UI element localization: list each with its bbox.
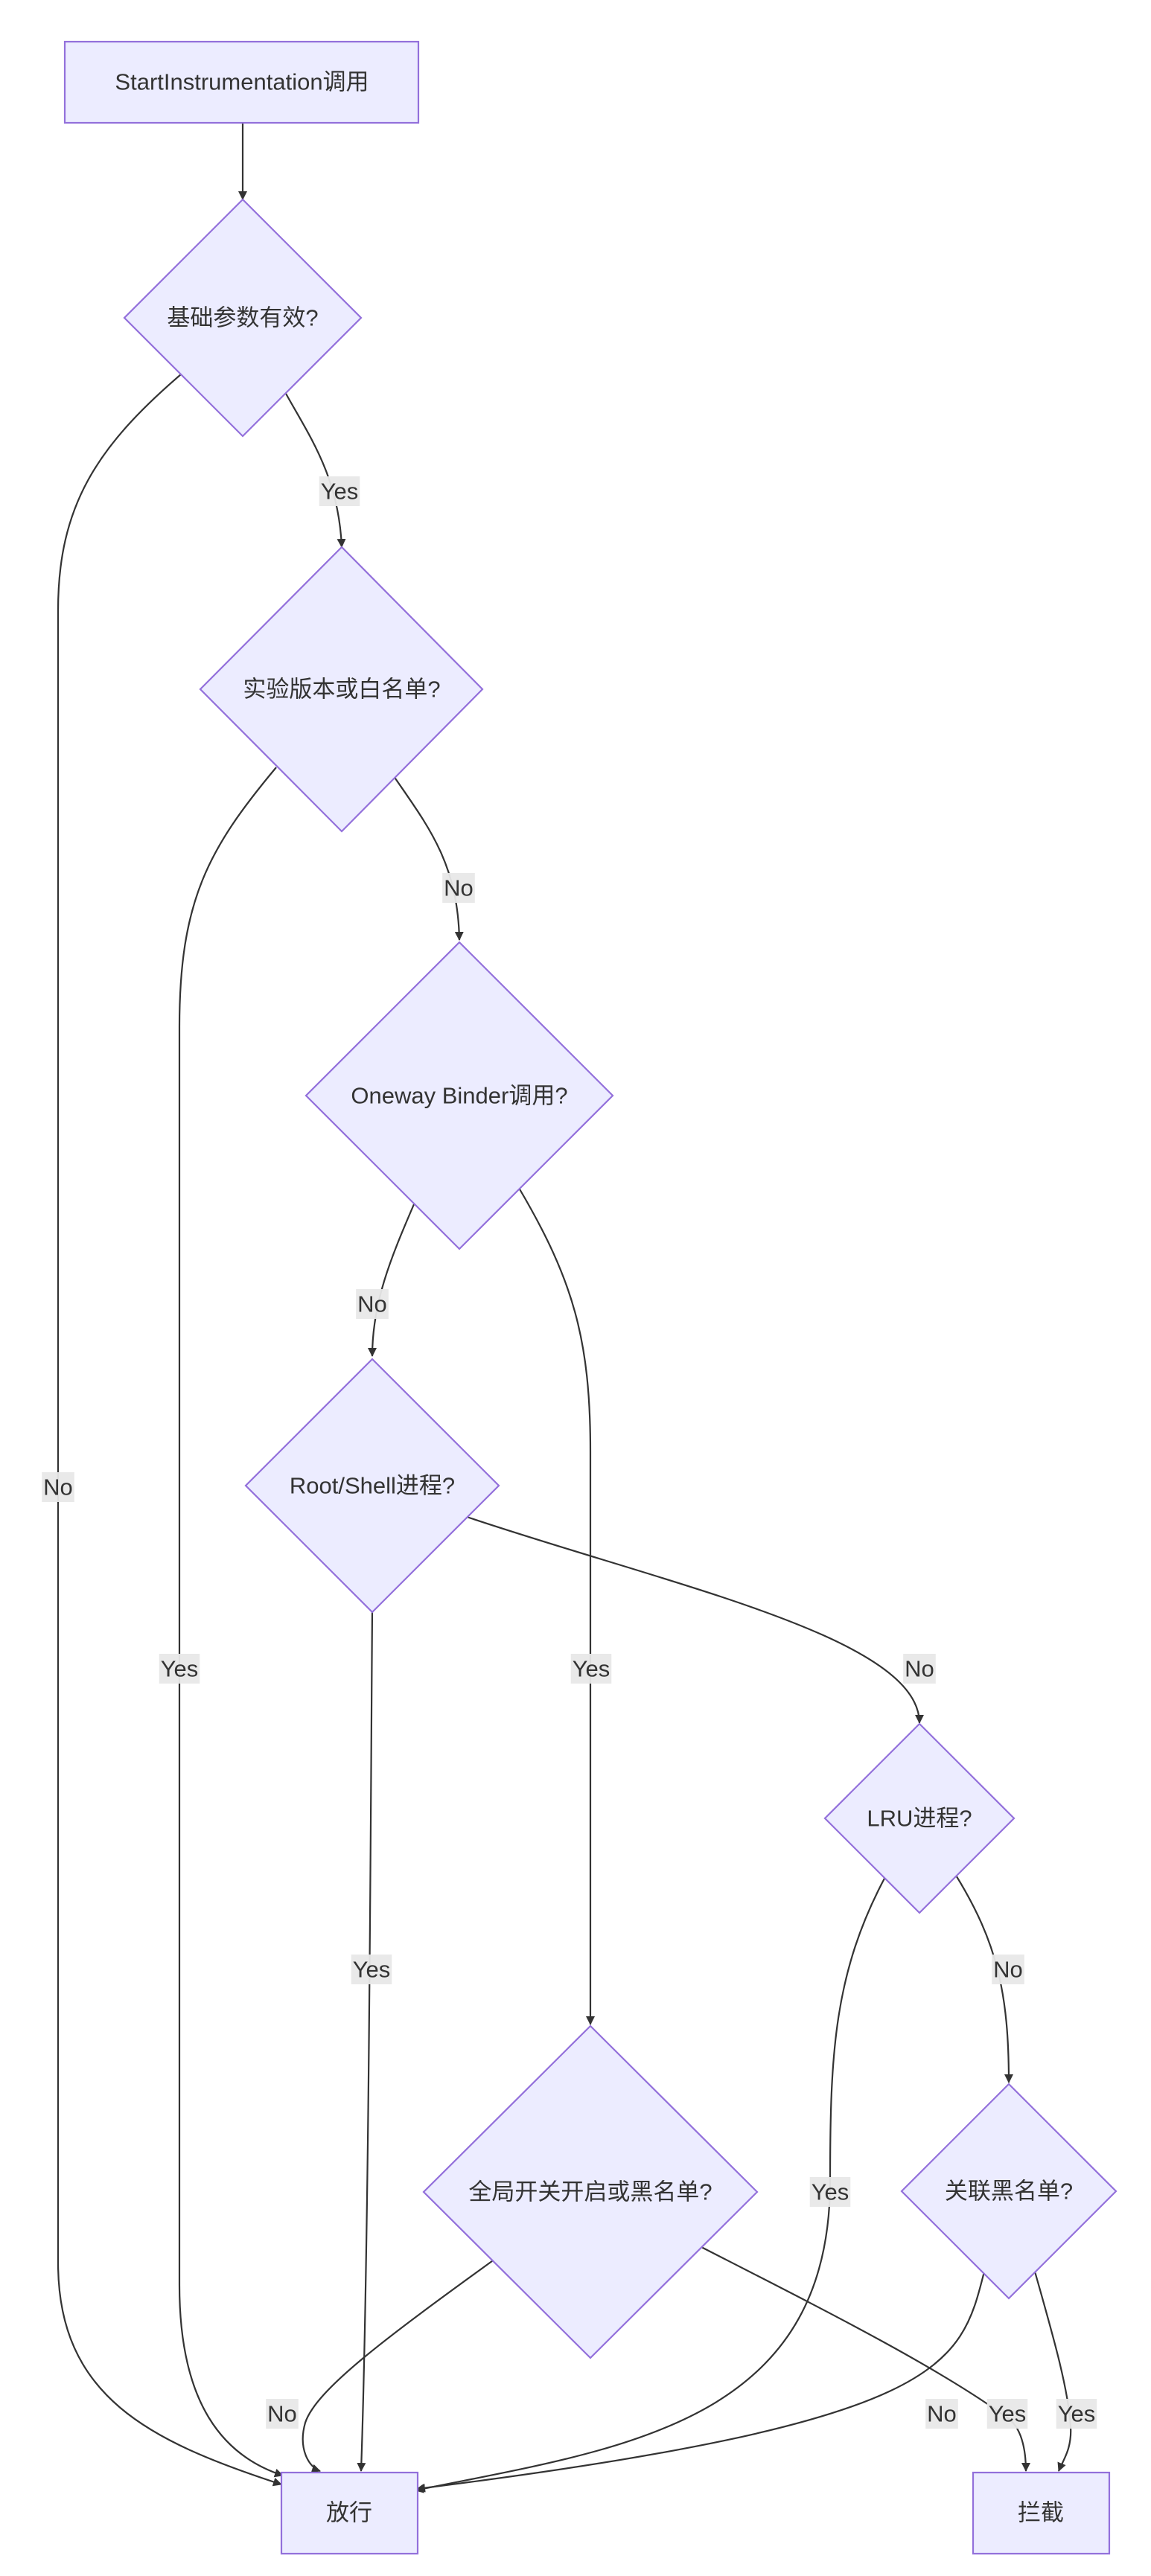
- node-block-label: 拦截: [1018, 2500, 1064, 2526]
- nodes: StartInstrumentation调用 基础参数有效? 实验版本或白名单?…: [63, 40, 1117, 2555]
- edge-experiment-to-allow: [178, 767, 284, 2478]
- edge-label-assoc-yes: Yes: [1056, 2399, 1097, 2429]
- edge-basic-to-allow: [57, 374, 282, 2487]
- edge-basic-to-experiment: [284, 391, 346, 548]
- svg-text:Yes: Yes: [353, 1957, 391, 1983]
- node-root-shell[interactable]: Root/Shell进程?: [244, 1358, 500, 1614]
- edge-label-global-no: No: [266, 2399, 299, 2429]
- svg-text:No: No: [357, 1291, 387, 1317]
- edge-label-basic-no: No: [42, 1472, 74, 1502]
- node-experiment[interactable]: 实验版本或白名单?: [199, 546, 484, 833]
- edge-label-assoc-no: No: [925, 2399, 958, 2429]
- edge-assoc-to-allow: [416, 2271, 986, 2493]
- svg-text:Yes: Yes: [573, 1656, 610, 1682]
- edge-label-lru-no: No: [992, 1955, 1024, 1984]
- node-lru-label: LRU进程?: [867, 1806, 972, 1832]
- node-assoc-blacklist-label: 关联黑名单?: [945, 2179, 1073, 2205]
- node-block[interactable]: 拦截: [972, 2471, 1111, 2555]
- edge-assoc-to-block: [1033, 2271, 1072, 2472]
- edge-label-experiment-yes: Yes: [159, 1654, 200, 1684]
- edge-root-to-allow: [357, 1611, 374, 2472]
- svg-text:Yes: Yes: [812, 2179, 849, 2205]
- svg-text:No: No: [43, 1474, 73, 1500]
- svg-text:No: No: [927, 2401, 957, 2427]
- node-basic-params[interactable]: 基础参数有效?: [123, 198, 363, 438]
- edge-label-oneway-yes: Yes: [570, 1654, 612, 1684]
- edge-oneway-to-global: [518, 1187, 595, 2025]
- edge-labels: Yes No No Yes No Yes No Yes: [42, 476, 1097, 2429]
- node-start-label: StartInstrumentation调用: [115, 69, 369, 95]
- edge-global-to-allow: [302, 2258, 496, 2473]
- node-global-switch-label: 全局开关开启或黑名单?: [468, 2179, 712, 2205]
- edge-label-global-yes: Yes: [986, 2399, 1028, 2429]
- node-start[interactable]: StartInstrumentation调用: [63, 40, 420, 124]
- svg-text:No: No: [267, 2401, 297, 2427]
- edge-oneway-to-root: [368, 1204, 415, 1357]
- edge-label-lru-yes: Yes: [809, 2177, 851, 2207]
- svg-text:Yes: Yes: [989, 2401, 1027, 2427]
- svg-text:No: No: [993, 1957, 1023, 1983]
- node-oneway[interactable]: Oneway Binder调用?: [305, 941, 614, 1250]
- svg-text:Yes: Yes: [321, 479, 359, 505]
- node-lru[interactable]: LRU进程?: [823, 1722, 1016, 1914]
- node-global-switch[interactable]: 全局开关开启或黑名单?: [422, 2024, 759, 2359]
- svg-text:Yes: Yes: [1058, 2401, 1096, 2427]
- node-root-shell-label: Root/Shell进程?: [290, 1473, 455, 1499]
- node-basic-params-label: 基础参数有效?: [167, 305, 318, 331]
- edges: [57, 123, 1072, 2493]
- edge-label-experiment-no: No: [442, 873, 475, 903]
- edge-label-basic-yes: Yes: [319, 476, 360, 506]
- node-assoc-blacklist[interactable]: 关联黑名单?: [900, 2083, 1117, 2300]
- node-experiment-label: 实验版本或白名单?: [243, 677, 440, 703]
- edge-experiment-to-oneway: [393, 776, 464, 941]
- node-oneway-label: Oneway Binder调用?: [351, 1083, 567, 1109]
- edge-label-root-no: No: [903, 1654, 936, 1684]
- edge-global-to-block: [699, 2246, 1030, 2472]
- svg-text:No: No: [905, 1656, 934, 1682]
- edge-label-oneway-no: No: [356, 1289, 389, 1319]
- svg-text:Yes: Yes: [161, 1656, 199, 1682]
- edge-root-to-lru: [466, 1515, 924, 1724]
- edge-label-root-yes: Yes: [351, 1955, 392, 1984]
- svg-text:No: No: [444, 875, 474, 901]
- node-allow[interactable]: 放行: [280, 2471, 419, 2555]
- node-allow-label: 放行: [326, 2500, 372, 2526]
- edge-lru-to-allow: [415, 1875, 887, 2493]
